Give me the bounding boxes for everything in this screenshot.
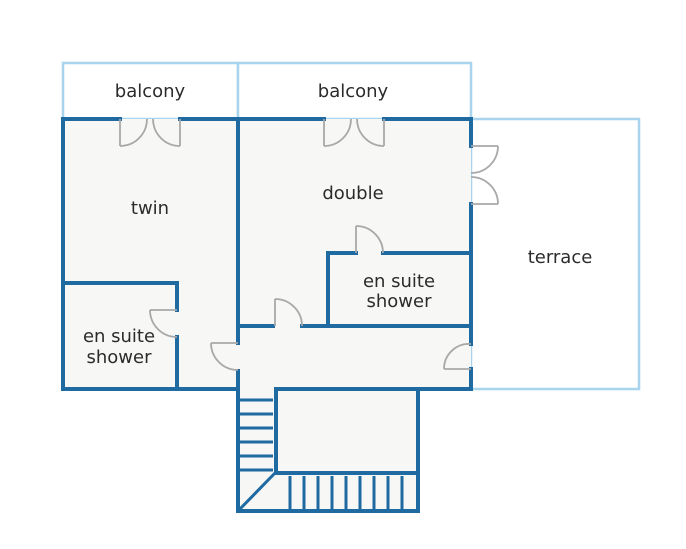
interior-floor <box>63 119 471 512</box>
door-left-ensuite <box>149 309 178 338</box>
staircase <box>236 398 404 513</box>
outdoor-areas <box>61 61 641 391</box>
double-label: double <box>322 183 383 204</box>
terrace-label: terrace <box>528 247 593 268</box>
ensuite-right-label-line2: shower <box>367 291 433 312</box>
twin-label: twin <box>131 198 169 219</box>
door-double-hall <box>274 298 303 327</box>
room-labels: balcony balcony twin double terrace en s… <box>83 81 592 368</box>
ensuite-left-label-line2: shower <box>87 347 153 368</box>
terrace-outline <box>469 117 641 391</box>
ensuite-right-label-line1: en suite <box>363 271 435 292</box>
balcony-right-label: balcony <box>318 81 389 102</box>
door-double-terrace <box>470 145 499 205</box>
ensuite-left-label-line1: en suite <box>83 326 155 347</box>
door-right-ensuite <box>355 225 384 254</box>
walls <box>61 117 473 513</box>
doors <box>119 118 499 371</box>
door-double-balcony <box>323 118 385 147</box>
balcony-left-label: balcony <box>115 81 186 102</box>
door-twin-hall <box>210 342 239 371</box>
door-hall-terrace <box>443 343 472 370</box>
door-twin-balcony <box>119 118 181 147</box>
balcony-left-outline <box>61 61 240 121</box>
balcony-right-outline <box>236 61 473 121</box>
